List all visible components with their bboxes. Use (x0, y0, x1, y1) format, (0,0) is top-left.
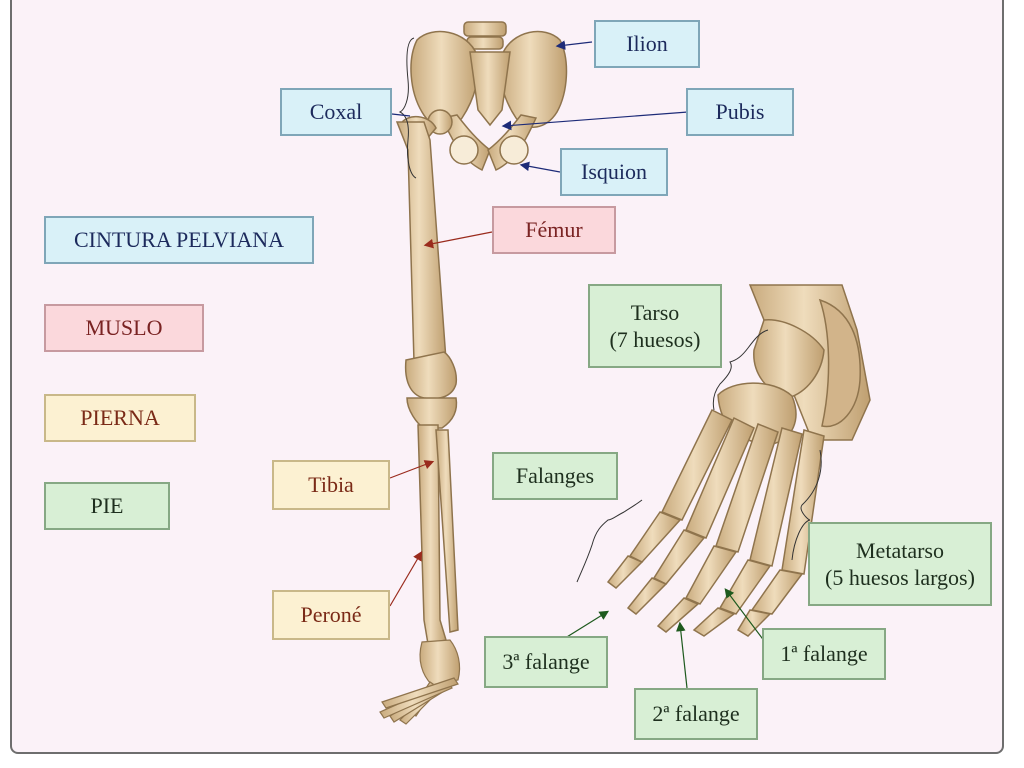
label-tarso: Tarso (7 huesos) (588, 284, 722, 368)
label-falanges: Falanges (492, 452, 618, 500)
femur-bone (395, 109, 458, 400)
pointer-arrows (389, 40, 769, 689)
label-ilion: Ilion (594, 20, 700, 68)
legend-pierna: PIERNA (44, 394, 196, 442)
label-coxal: Coxal (280, 88, 392, 136)
legend-muslo: MUSLO (44, 304, 204, 352)
label-tibia: Tibia (272, 460, 390, 510)
legend-pie: PIE (44, 482, 170, 530)
foot-small-bones (379, 639, 461, 725)
tibia-fibula-bones (406, 397, 459, 645)
legend-cintura-pelviana: CINTURA PELVIANA (44, 216, 314, 264)
brackets (398, 37, 822, 583)
label-2a-falange: 2ª falange (634, 688, 758, 740)
label-1a-falange: 1ª falange (762, 628, 886, 680)
label-perone: Peroné (272, 590, 390, 640)
label-femur: Fémur (492, 206, 616, 254)
diagram-panel: Ilion Coxal Pubis Isquion Fémur CINTURA … (10, 0, 1004, 754)
skeleton-illustration (379, 21, 871, 725)
foot-detail-bones (606, 284, 871, 637)
label-isquion: Isquion (560, 148, 668, 196)
label-3a-falange: 3ª falange (484, 636, 608, 688)
pelvis-bone (410, 21, 568, 172)
label-pubis: Pubis (686, 88, 794, 136)
label-metatarso: Metatarso (5 huesos largos) (808, 522, 992, 606)
